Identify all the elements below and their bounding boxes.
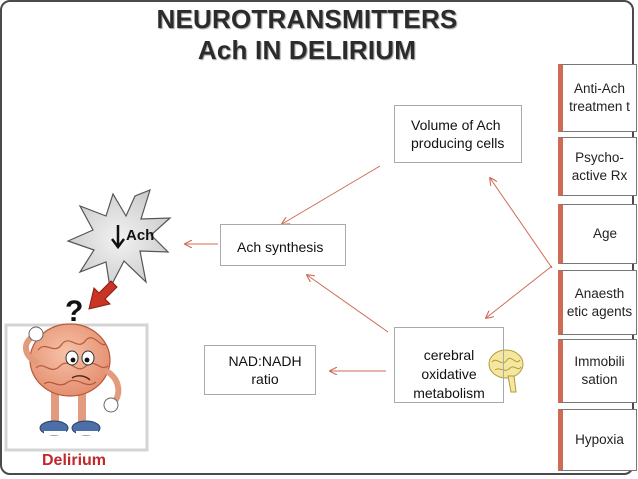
arrow-volume-to-synthesis bbox=[282, 165, 381, 224]
arrow-factors-to-volume bbox=[490, 178, 553, 269]
factor-immobilisation-label: Immobili sation bbox=[574, 354, 625, 387]
factor-age: Age bbox=[558, 204, 637, 264]
factor-anti-ach: Anti-Ach treatmen t bbox=[558, 64, 637, 132]
ach-synthesis-label: Ach synthesis bbox=[237, 239, 324, 255]
down-arrow-icon bbox=[111, 225, 125, 250]
cerebral-box: cerebral oxidative metabolism bbox=[394, 327, 504, 403]
cerebral-label: cerebral oxidative metabolism bbox=[413, 347, 485, 401]
volume-ach-box: Volume of Ach producing cells bbox=[394, 105, 522, 163]
factor-psychoactive: Psycho-active Rx bbox=[558, 137, 637, 196]
arrow-cerebral-to-synthesis bbox=[307, 275, 389, 333]
nad-nadh-box: NAD:NADH ratio bbox=[204, 345, 316, 395]
volume-ach-label: Volume of Ach producing cells bbox=[411, 117, 505, 151]
factor-psychoactive-label: Psycho-active Rx bbox=[571, 149, 628, 183]
delirium-label: Delirium bbox=[42, 452, 107, 469]
red-arrow-icon bbox=[88, 280, 118, 310]
ach-synthesis-box: Ach synthesis bbox=[220, 224, 346, 266]
factor-immobilisation: Immobili sation bbox=[558, 339, 637, 403]
arrow-factors-to-cerebral bbox=[486, 265, 553, 318]
factor-anaesthetic-label: Anaesth etic agents bbox=[566, 285, 633, 319]
brain-character-illustration bbox=[4, 323, 149, 452]
factor-hypoxia-label: Hypoxia bbox=[575, 432, 624, 447]
title-line-2: Ach IN DELIRIUM bbox=[197, 35, 417, 65]
factor-anti-ach-label: Anti-Ach treatmen t bbox=[569, 81, 630, 114]
factor-hypoxia: Hypoxia bbox=[558, 409, 637, 471]
ach-burst-label: Ach bbox=[126, 227, 155, 244]
question-mark: ? bbox=[65, 295, 83, 328]
factor-anaesthetic: Anaesth etic agents bbox=[558, 270, 637, 335]
brain-icon bbox=[488, 349, 524, 393]
page-title: NEUROTRANSMITTERS Ach IN DELIRIUM bbox=[122, 4, 492, 66]
title-line-1: NEUROTRANSMITTERS bbox=[156, 4, 458, 34]
nad-nadh-label: NAD:NADH ratio bbox=[228, 353, 302, 387]
factor-age-label: Age bbox=[593, 226, 618, 241]
